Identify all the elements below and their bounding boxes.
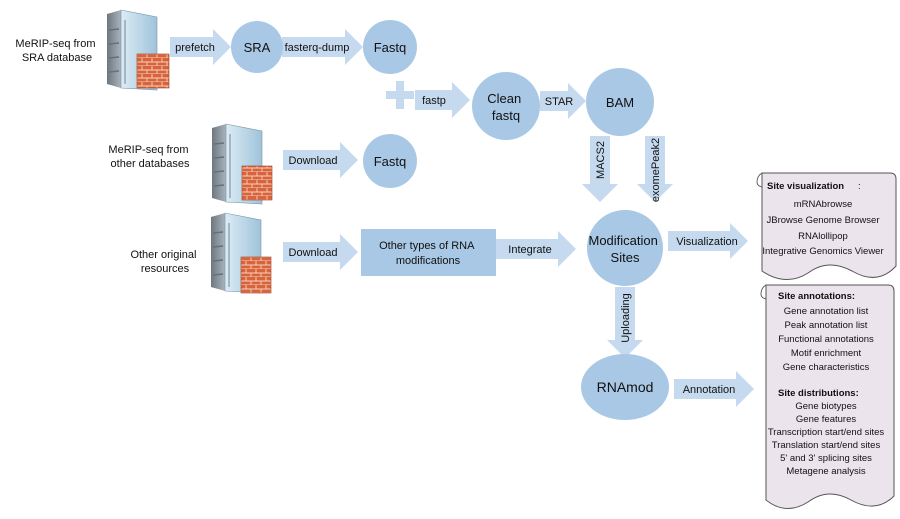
visualization-item: RNAlollipop xyxy=(798,231,848,242)
visualization-title: Site visualization xyxy=(767,181,844,192)
arrow-integrate: Integrate xyxy=(496,231,576,267)
distributions-title: Site distributions: xyxy=(778,388,859,399)
node-bam: BAM xyxy=(586,68,654,136)
arrow-star: STAR xyxy=(540,83,586,119)
svg-text:Fastq: Fastq xyxy=(374,154,407,169)
svg-text:STAR: STAR xyxy=(545,96,574,108)
node-rnamod-shape xyxy=(581,354,669,420)
distribution-item: Transcription start/end sites xyxy=(768,427,885,438)
svg-text:Download: Download xyxy=(289,247,338,259)
annotation-item: Functional annotations xyxy=(778,334,874,345)
source-label-other-resources: Other original resources xyxy=(130,249,199,275)
visualization-title-colon: : xyxy=(858,181,861,192)
svg-text:BAM: BAM xyxy=(606,95,634,110)
visualization-item: mRNAbrowse xyxy=(794,199,853,210)
source-label-sra: MeRIP-seq from SRA database xyxy=(15,38,98,64)
annotation-item: Gene annotation list xyxy=(784,306,869,317)
distribution-item: Gene biotypes xyxy=(795,401,857,412)
annotation-item: Gene characteristics xyxy=(783,362,870,373)
node-modification-sites: Modification Sites xyxy=(587,210,663,286)
annotations-title: Site annotations: xyxy=(778,291,855,302)
arrow-fastp: fastp xyxy=(415,82,470,118)
svg-text:prefetch: prefetch xyxy=(175,42,215,54)
svg-text:MACS2: MACS2 xyxy=(595,141,607,179)
svg-text:Fastq: Fastq xyxy=(374,40,407,55)
svg-text:exomePeak2: exomePeak2 xyxy=(650,138,662,202)
arrow-fasterq-dump: fasterq-dump xyxy=(282,29,363,65)
svg-text:Modification Sites: Modification Sites xyxy=(589,233,662,265)
arrow-visualization: Visualization xyxy=(668,223,748,259)
svg-text:fastp: fastp xyxy=(422,95,446,107)
arrow-download-other-resources: Download xyxy=(283,234,358,270)
distribution-item: Gene features xyxy=(796,414,856,425)
visualization-item: Integrative Genomics Viewer xyxy=(762,246,883,257)
distribution-item: Metagene analysis xyxy=(786,466,865,477)
annotation-item: Motif enrichment xyxy=(791,348,862,359)
arrow-exomepeak2: exomePeak2 xyxy=(637,136,673,202)
node-fastq-other: Fastq xyxy=(363,134,417,188)
annotation-item: Peak annotation list xyxy=(785,320,868,331)
svg-text:Visualization: Visualization xyxy=(676,236,738,248)
svg-text:Uploading: Uploading xyxy=(620,293,632,343)
server-icon-sra xyxy=(107,9,170,91)
distribution-item: 5' and 3' splicing sites xyxy=(780,453,872,464)
svg-text:SRA: SRA xyxy=(244,40,271,55)
node-rnamod: RNAmod xyxy=(597,379,654,395)
arrow-download-other-databases: Download xyxy=(283,142,358,178)
source-label-other-databases: MeRIP-seq from other databases xyxy=(108,144,191,170)
node-other-types: Other types of RNA modifications xyxy=(361,229,496,276)
svg-text:fasterq-dump: fasterq-dump xyxy=(285,42,350,54)
visualization-item: JBrowse Genome Browser xyxy=(767,215,880,226)
plus-icon xyxy=(386,81,414,109)
node-clean-fastq: Clean fastq xyxy=(472,72,540,140)
server-icon-other-databases xyxy=(212,123,273,205)
server-icon-other-resources xyxy=(211,212,272,294)
arrow-macs2: MACS2 xyxy=(582,136,618,202)
svg-text:Annotation: Annotation xyxy=(683,384,736,396)
arrow-uploading: Uploading xyxy=(607,287,643,358)
annotation-panel: Site annotations: Gene annotation list P… xyxy=(760,284,895,509)
arrow-annotation: Annotation xyxy=(674,371,754,407)
svg-text:Clean fastq: Clean fastq xyxy=(487,91,525,123)
svg-text:Integrate: Integrate xyxy=(508,244,551,256)
svg-text:Other types of RNA modif: Other types of RNA modifications xyxy=(379,240,477,267)
visualization-panel: Site visualization : mRNAbrowse JBrowse … xyxy=(756,172,897,280)
node-fastq-sra: Fastq xyxy=(363,20,417,74)
svg-text:Download: Download xyxy=(289,155,338,167)
node-sra: SRA xyxy=(231,21,283,73)
distribution-item: Translation start/end sites xyxy=(772,440,881,451)
arrow-prefetch: prefetch xyxy=(170,29,231,65)
